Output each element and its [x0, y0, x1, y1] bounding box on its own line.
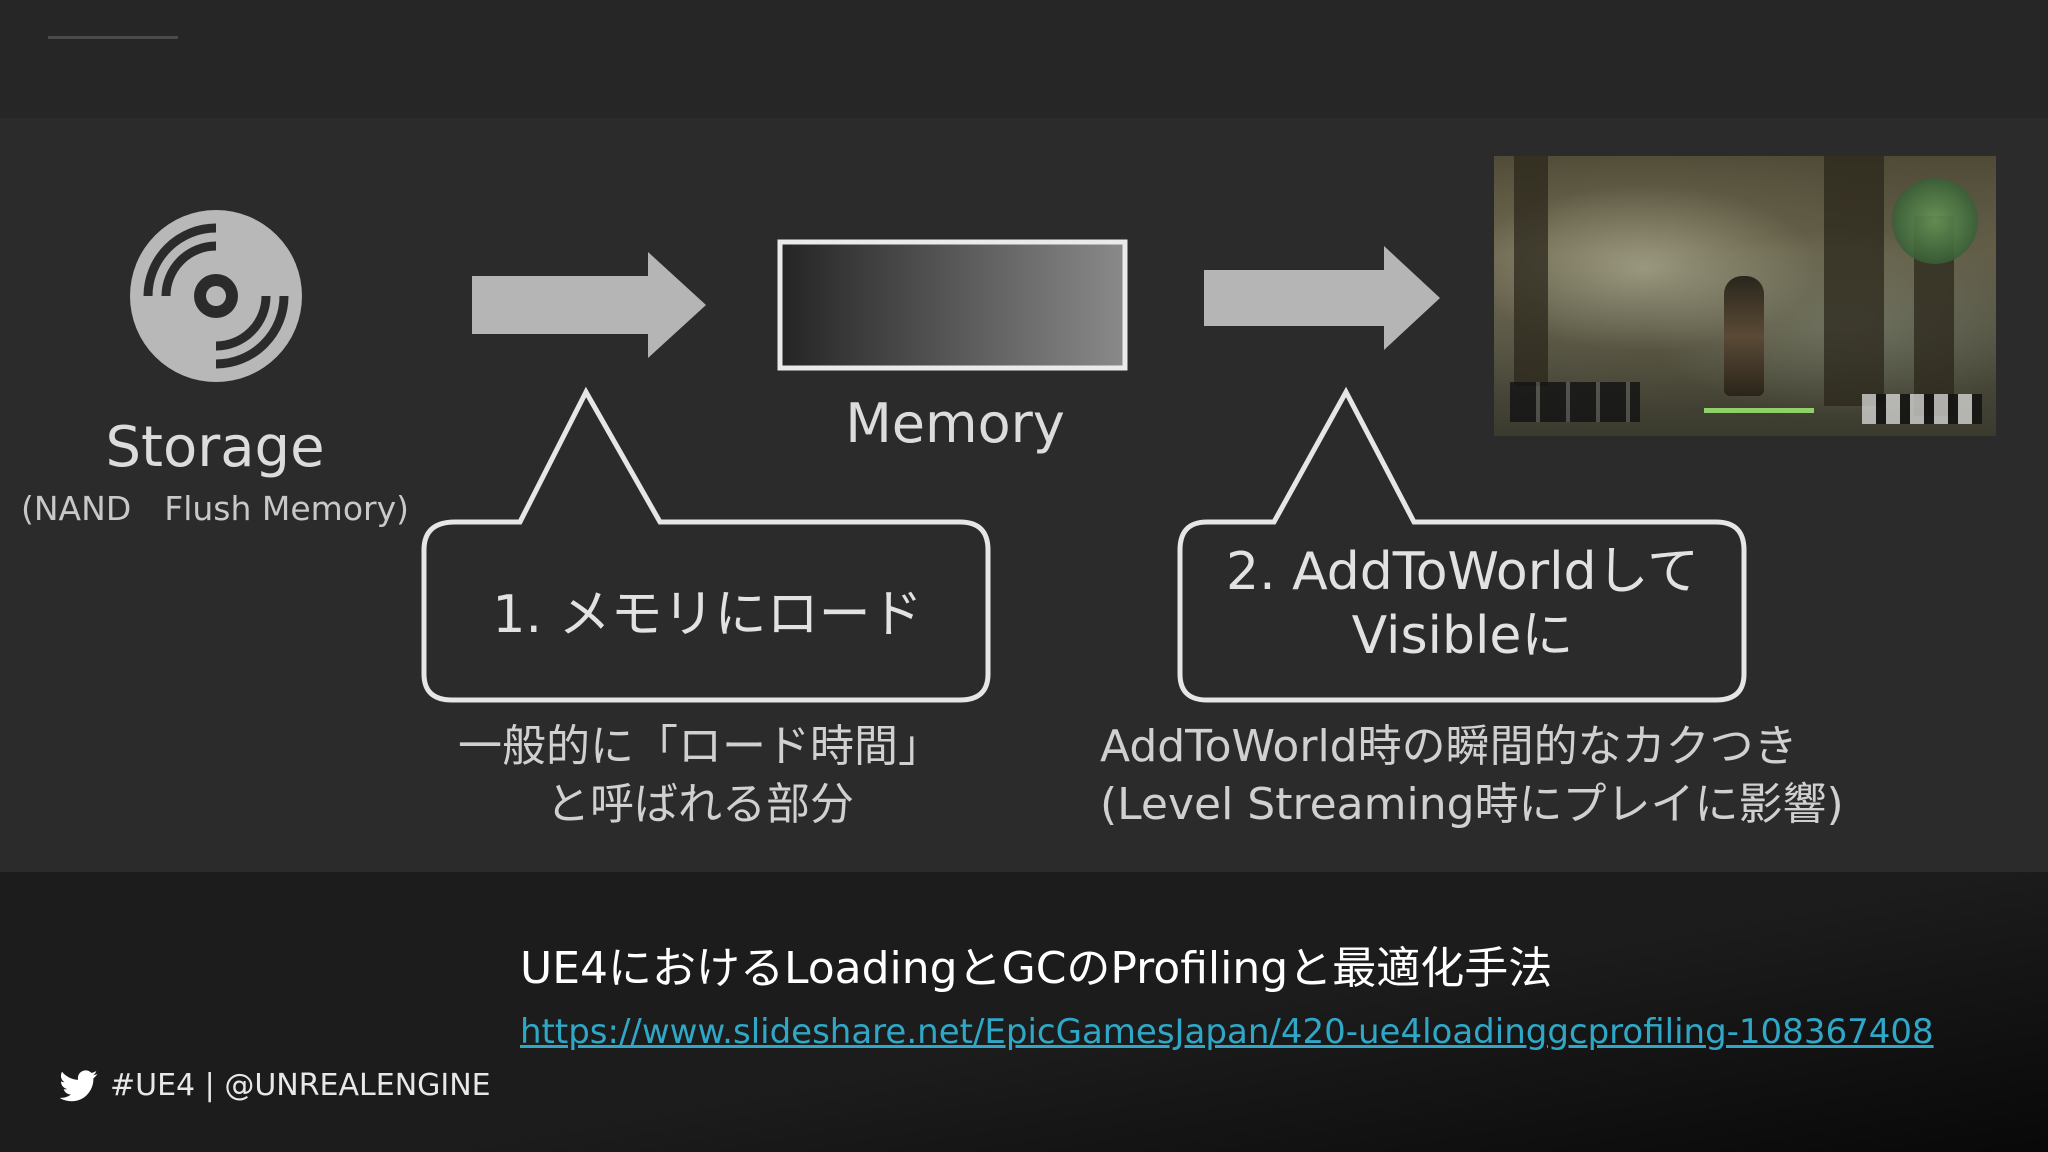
step1-bubble-text: 1. メモリにロード — [492, 585, 923, 645]
footer-shade — [0, 872, 2048, 1152]
step2-bubble-text: 2. AddToWorldして Visibleに — [1180, 540, 1745, 668]
social-handle: #UE4 | @UNREALENGINE — [60, 1068, 491, 1103]
memory-box — [777, 239, 1128, 371]
game-screenshot — [1494, 156, 1996, 436]
storage-sublabel: (NAND Flush Memory) — [21, 489, 409, 528]
step1-note-line: と呼ばれる部分 — [546, 779, 854, 830]
step2-note: AddToWorld時の瞬間的なカクつき (Level Streaming時にプ… — [1100, 718, 1920, 834]
arrow-storage-to-memory — [472, 252, 706, 358]
tree-trunk — [1514, 156, 1548, 386]
step1-note: 一般的に「ロード時間」 と呼ばれる部分 — [420, 718, 980, 834]
social-text: #UE4 | @UNREALENGINE — [110, 1068, 491, 1103]
twitter-bird-icon — [60, 1069, 98, 1101]
step2-note-line: (Level Streaming時にプレイに影響) — [1100, 779, 1844, 830]
hud-slots — [1510, 382, 1640, 422]
top-rule — [48, 36, 178, 39]
footer-title: UE4におけるLoadingとGCのProfilingと最適化手法 — [520, 943, 1553, 994]
step2-bubble-line: Visibleに — [1351, 606, 1574, 666]
footer-link[interactable]: https://www.slideshare.net/EpicGamesJapa… — [520, 1012, 1934, 1052]
tree-trunk — [1824, 156, 1884, 406]
disc-icon — [130, 210, 302, 382]
arrow-memory-to-world — [1204, 246, 1440, 350]
health-bar — [1704, 408, 1814, 413]
top-band — [0, 0, 2048, 118]
minimap — [1892, 178, 1978, 264]
step2-bubble-line: 2. AddToWorldして — [1225, 542, 1700, 602]
character-figure — [1724, 276, 1764, 396]
storage-label: Storage — [105, 415, 325, 480]
footer: UE4におけるLoadingとGCのProfilingと最適化手法 https:… — [0, 872, 2048, 1152]
memory-label: Memory — [845, 392, 1065, 455]
step2-note-line: AddToWorld時の瞬間的なカクつき — [1100, 721, 1798, 772]
diagram — [130, 210, 1747, 703]
speech-bubble-1 — [421, 386, 991, 703]
hud-icons — [1862, 394, 1982, 424]
speech-bubble-2 — [1177, 386, 1747, 703]
step1-note-line: 一般的に「ロード時間」 — [458, 721, 942, 772]
